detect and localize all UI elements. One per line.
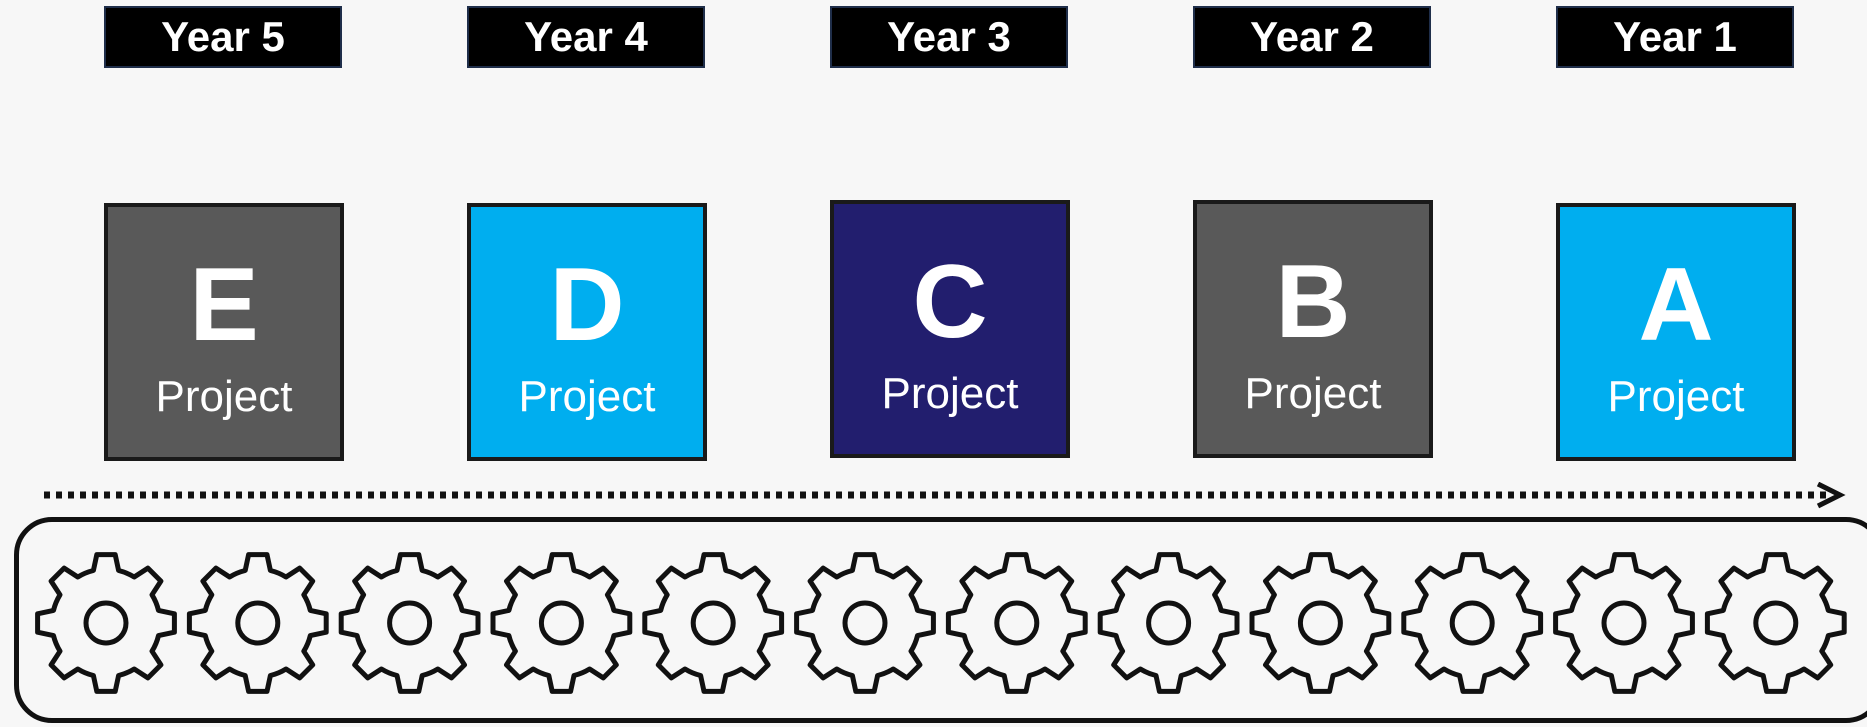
- gear-icon: [1704, 552, 1847, 694]
- project-label: Project: [1244, 369, 1382, 418]
- gear-icon: [1249, 552, 1392, 694]
- project-card-d: D Project: [467, 203, 707, 461]
- gear-icon: [35, 552, 177, 694]
- project-letter: D: [549, 247, 625, 363]
- project-card-e: E Project: [104, 203, 344, 461]
- project-label: Project: [518, 372, 656, 421]
- project-card-b: B Project: [1193, 200, 1433, 458]
- year-label-3: Year 3: [830, 6, 1068, 68]
- project-card-a: A Project: [1556, 203, 1796, 461]
- project-letter: B: [1275, 244, 1351, 360]
- project-letter: A: [1638, 247, 1714, 363]
- year-label-2: Year 2: [1193, 6, 1431, 68]
- arrow-right-icon: [1816, 482, 1846, 509]
- project-card-c: C Project: [830, 200, 1070, 458]
- project-letter: E: [189, 247, 259, 363]
- gear-icon: [1553, 552, 1695, 694]
- project-label: Project: [881, 369, 1019, 418]
- year-label-4: Year 4: [467, 6, 705, 68]
- gear-icon: [338, 552, 481, 694]
- conveyor-belt: [14, 517, 1867, 723]
- project-label: Project: [1607, 372, 1745, 421]
- gear-icon: [642, 552, 785, 694]
- project-letter: C: [912, 244, 988, 360]
- gear-icon: [1401, 552, 1544, 694]
- project-label: Project: [155, 372, 293, 421]
- timeline-arrow: [44, 482, 1846, 509]
- gear-icon: [1097, 552, 1240, 694]
- gear-icon: [186, 552, 329, 694]
- year-label-5: Year 5: [104, 6, 342, 68]
- gear-icon: [490, 552, 633, 694]
- gear-icon: [794, 552, 936, 694]
- gear-icon: [945, 552, 1088, 694]
- year-label-1: Year 1: [1556, 6, 1794, 68]
